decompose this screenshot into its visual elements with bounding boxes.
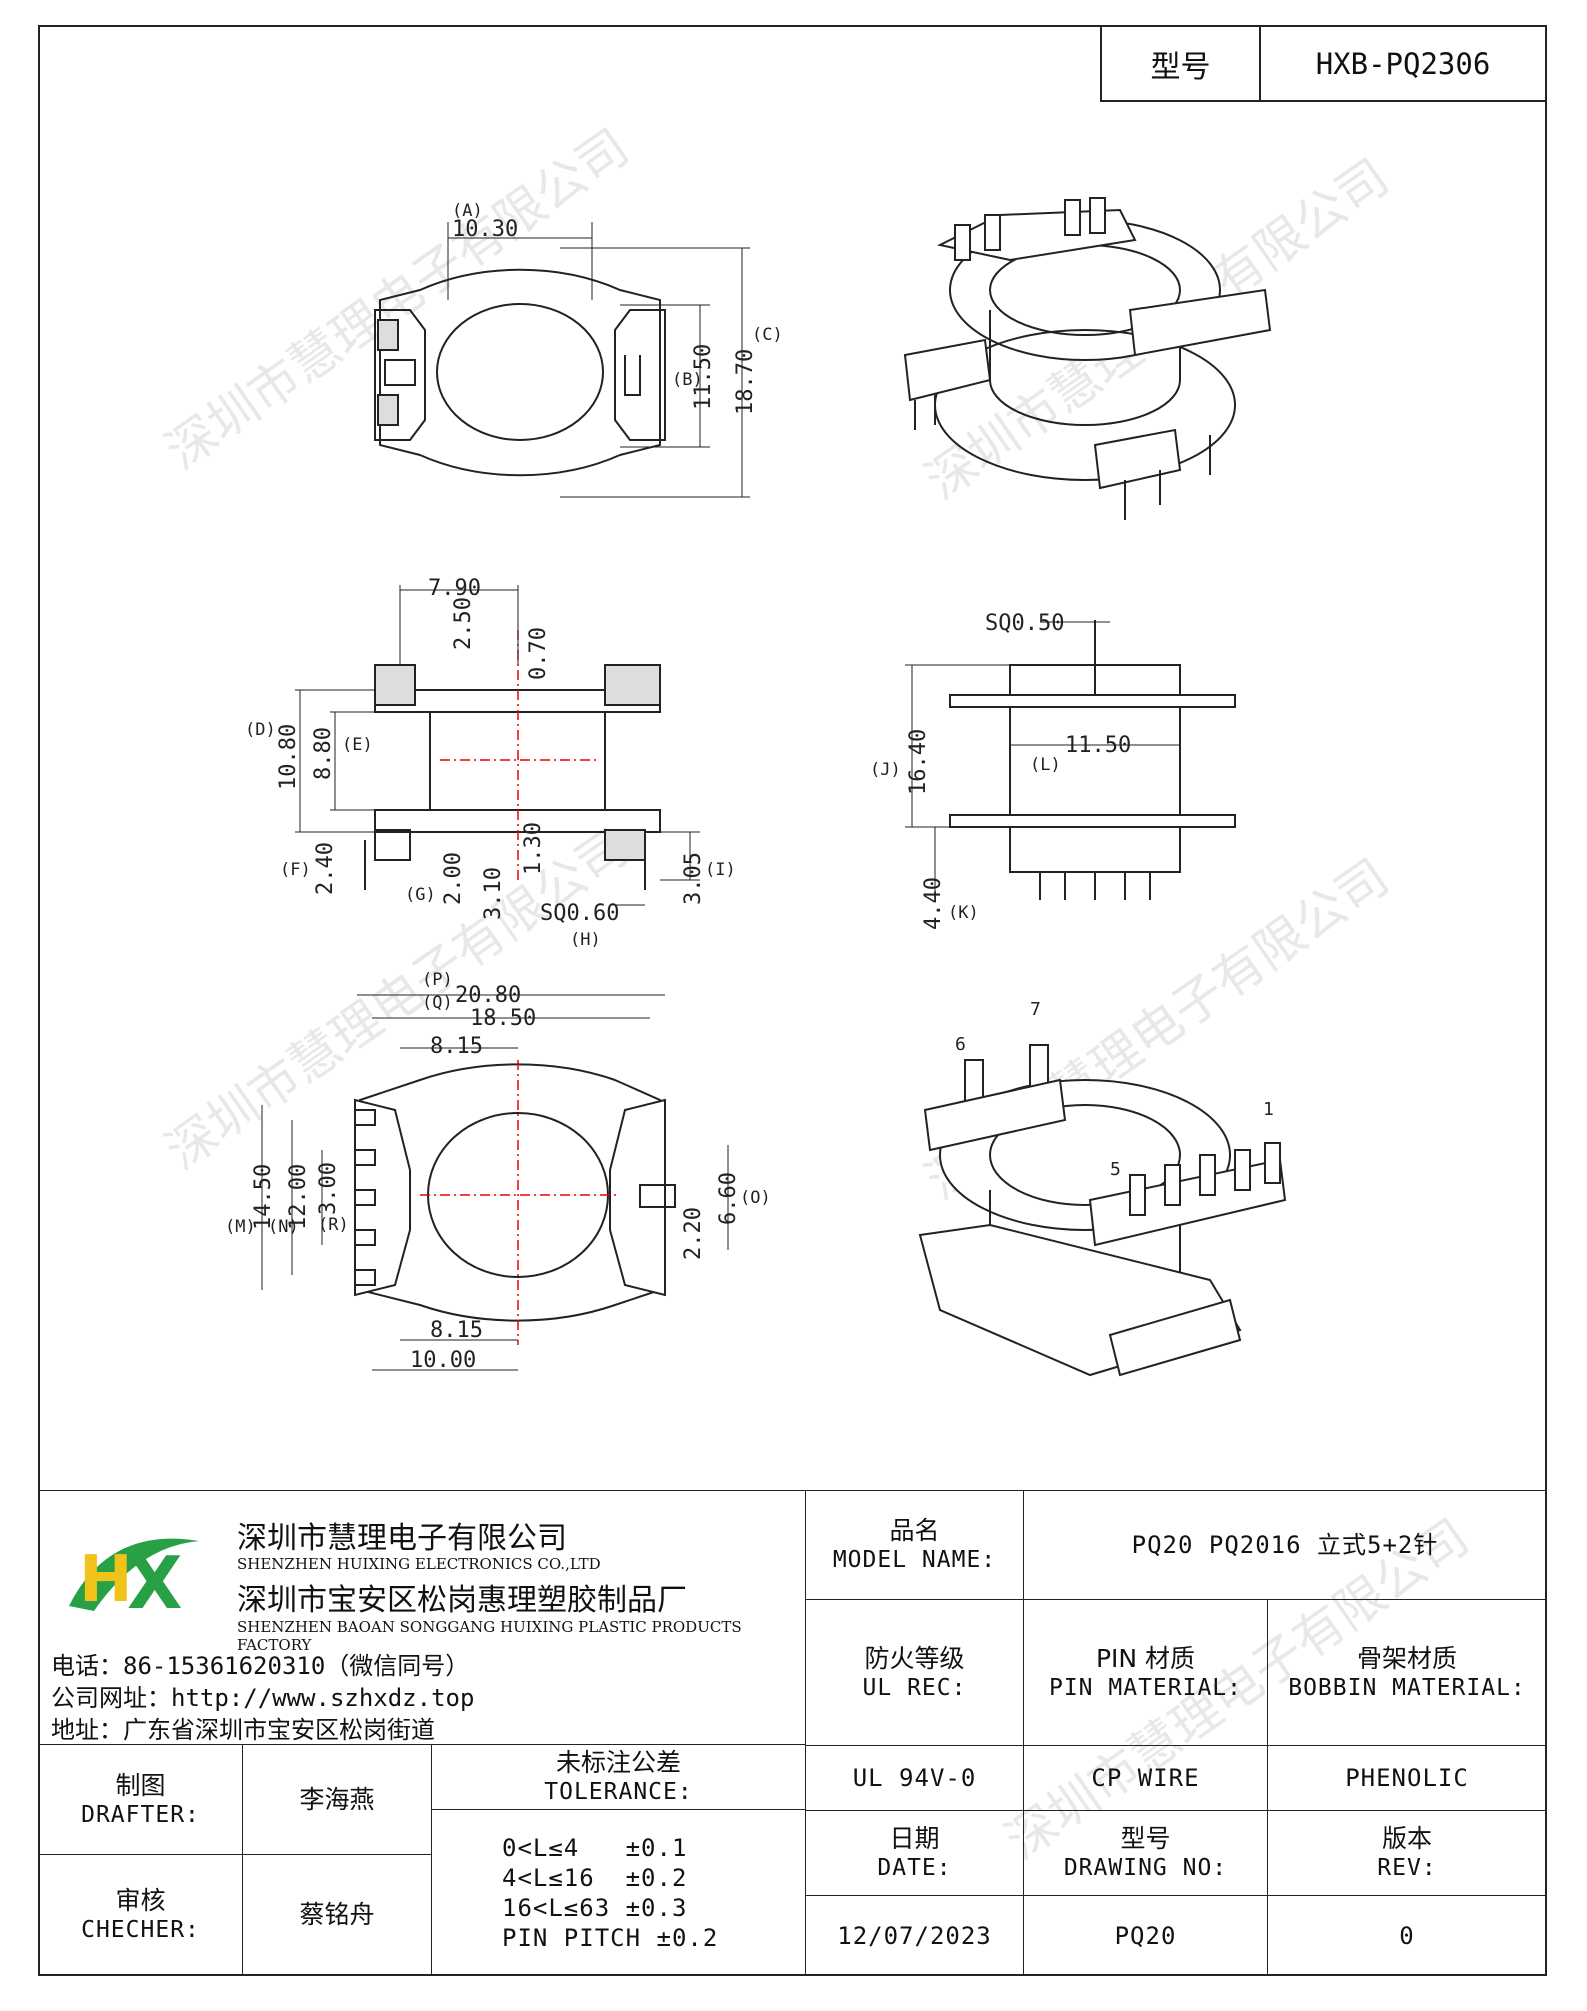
dim-bot-220: 2.20 (681, 1207, 706, 1260)
dim-h: SQ0.60 (540, 901, 619, 926)
dim-r: 3.00 (316, 1162, 341, 1215)
factory-name-en: SHENZHEN BAOAN SONGGANG HUIXING PLASTIC … (237, 1618, 742, 1654)
dim-c: 18.70 (733, 349, 758, 415)
drafter-name: 李海燕 (242, 1744, 432, 1855)
dim-b-tag: (B) (672, 370, 703, 390)
company-name-en: SHENZHEN HUIXING ELECTRONICS CO.,LTD (237, 1555, 601, 1573)
dim-k: 4.40 (921, 877, 946, 930)
dim-o-tag: (O) (740, 1188, 771, 1208)
dim-f-tag: (F) (280, 860, 311, 880)
dim-side-070: 0.70 (526, 627, 551, 680)
dim-n: 12.00 (286, 1164, 311, 1230)
model-label: 型号 (1102, 27, 1261, 100)
drafter-label: 制图 DRAFTER: (38, 1744, 243, 1855)
pin-material-label: PIN 材质 PIN MATERIAL: (1023, 1599, 1268, 1746)
model-name-value: PQ20 PQ2016 立式5+2针 (1023, 1490, 1547, 1600)
dim-bot-815a: 8.15 (430, 1034, 483, 1059)
dim-r-tag: (R) (318, 1215, 349, 1235)
dim-p: 20.80 (455, 983, 521, 1008)
svg-text:X: X (127, 1541, 183, 1625)
bobbin-material-label: 骨架材质 BOBBIN MATERIAL: (1267, 1599, 1547, 1746)
pin-6-label: 6 (955, 1034, 966, 1055)
iso-view-top (903, 197, 1272, 520)
checker-name: 蔡铭舟 (242, 1854, 432, 1976)
dim-a: 10.30 (452, 217, 518, 242)
dim-bot-815b: 8.15 (430, 1318, 483, 1343)
dim-i-tag: (I) (705, 860, 736, 880)
bobbin-material-value: PHENOLIC (1267, 1745, 1547, 1811)
dim-g: 2.00 (441, 852, 466, 905)
dim-c-tag: (C) (752, 325, 783, 345)
pin-material-value: CP WIRE (1023, 1745, 1268, 1811)
company-address: 地址：广东省深圳市宝安区松岗街道 (51, 1716, 435, 1744)
dim-n-tag: (N) (268, 1217, 299, 1237)
dim-side-310: 3.10 (481, 867, 506, 920)
iso-view-bottom (918, 1044, 1287, 1377)
top-view (374, 222, 750, 498)
checker-label: 审核 CHECHER: (38, 1854, 243, 1976)
model-value: HXB-PQ2306 (1315, 46, 1491, 81)
dim-b: 11.50 (691, 344, 716, 410)
dim-d: 10.80 (276, 724, 301, 790)
dim-bot-1000: 10.00 (410, 1348, 476, 1373)
dim-a-tag: (A) (452, 201, 483, 221)
dim-e: 8.80 (311, 727, 336, 780)
company-phone: 电话：86-15361620310（微信同号） (51, 1652, 470, 1680)
dim-m: 14.50 (251, 1164, 276, 1230)
date-value: 12/07/2023 (805, 1895, 1024, 1976)
factory-name-cn: 深圳市宝安区松岗惠理塑胶制品厂 (237, 1583, 687, 1618)
date-label: 日期 DATE: (805, 1810, 1024, 1896)
pin-1-label: 1 (1263, 1099, 1274, 1120)
dim-f: 2.40 (313, 842, 338, 895)
drawing-no-label: 型号 DRAWING NO: (1023, 1810, 1268, 1896)
dim-j: 16.40 (906, 729, 931, 795)
dim-sq050: SQ0.50 (985, 611, 1064, 636)
company-name-cn: 深圳市慧理电子有限公司 (237, 1521, 567, 1556)
dim-p-tag: (P) (422, 970, 453, 990)
model-name-label: 品名 MODEL NAME: (805, 1490, 1024, 1600)
dim-l: 11.50 (1065, 733, 1131, 758)
dim-g-tag: (G) (405, 885, 436, 905)
company-block: H X 深圳市慧理电子有限公司 SHENZHEN HUIXING ELECTRO… (38, 1490, 806, 1745)
dim-h-tag: (H) (570, 930, 601, 950)
drawing-no-value: PQ20 (1023, 1895, 1268, 1976)
pin-7-label: 7 (1030, 999, 1041, 1020)
dim-k-tag: (K) (948, 903, 979, 923)
bottom-view (261, 994, 729, 1371)
dim-q: 18.50 (470, 1006, 536, 1031)
rev-label: 版本 REV: (1267, 1810, 1547, 1896)
dim-o: 6.60 (716, 1172, 741, 1225)
dim-i: 3.05 (681, 852, 706, 905)
dim-d-tag: (D) (245, 720, 276, 740)
tolerance-table: 0<L≤4 ±0.1 4<L≤16 ±0.2 16<L≤63 ±0.3 PIN … (431, 1809, 806, 1976)
dim-side-130: 1.30 (521, 822, 546, 875)
dim-j-tag: (J) (870, 760, 901, 780)
technical-drawing: 10.30 (A) 11.50 (B) 18.70 (C) (225, 197, 1287, 1377)
rev-value: 0 (1267, 1895, 1547, 1976)
dim-m-tag: (M) (225, 1217, 256, 1237)
company-website: 公司网址：http://www.szhxdz.top (51, 1684, 475, 1712)
dim-side-top: 7.90 (428, 576, 481, 601)
dim-side-250: 2.50 (451, 597, 476, 650)
tolerance-label: 未标注公差 TOLERANCE: (431, 1744, 806, 1810)
svg-text:H: H (79, 1543, 133, 1617)
pin-5-label: 5 (1110, 1159, 1121, 1180)
dim-q-tag: (Q) (422, 993, 453, 1013)
company-logo: H X (69, 1538, 199, 1625)
dim-e-tag: (E) (342, 735, 373, 755)
model-box: 型号 HXB-PQ2306 (1100, 25, 1547, 102)
dim-l-tag: (L) (1030, 755, 1061, 775)
ul-rec-label: 防火等级 UL REC: (805, 1599, 1024, 1746)
title-block: H X 深圳市慧理电子有限公司 SHENZHEN HUIXING ELECTRO… (38, 1490, 1547, 1976)
side-view (295, 585, 700, 906)
front-view (905, 620, 1236, 900)
ul-value: UL 94V-0 (805, 1745, 1024, 1811)
